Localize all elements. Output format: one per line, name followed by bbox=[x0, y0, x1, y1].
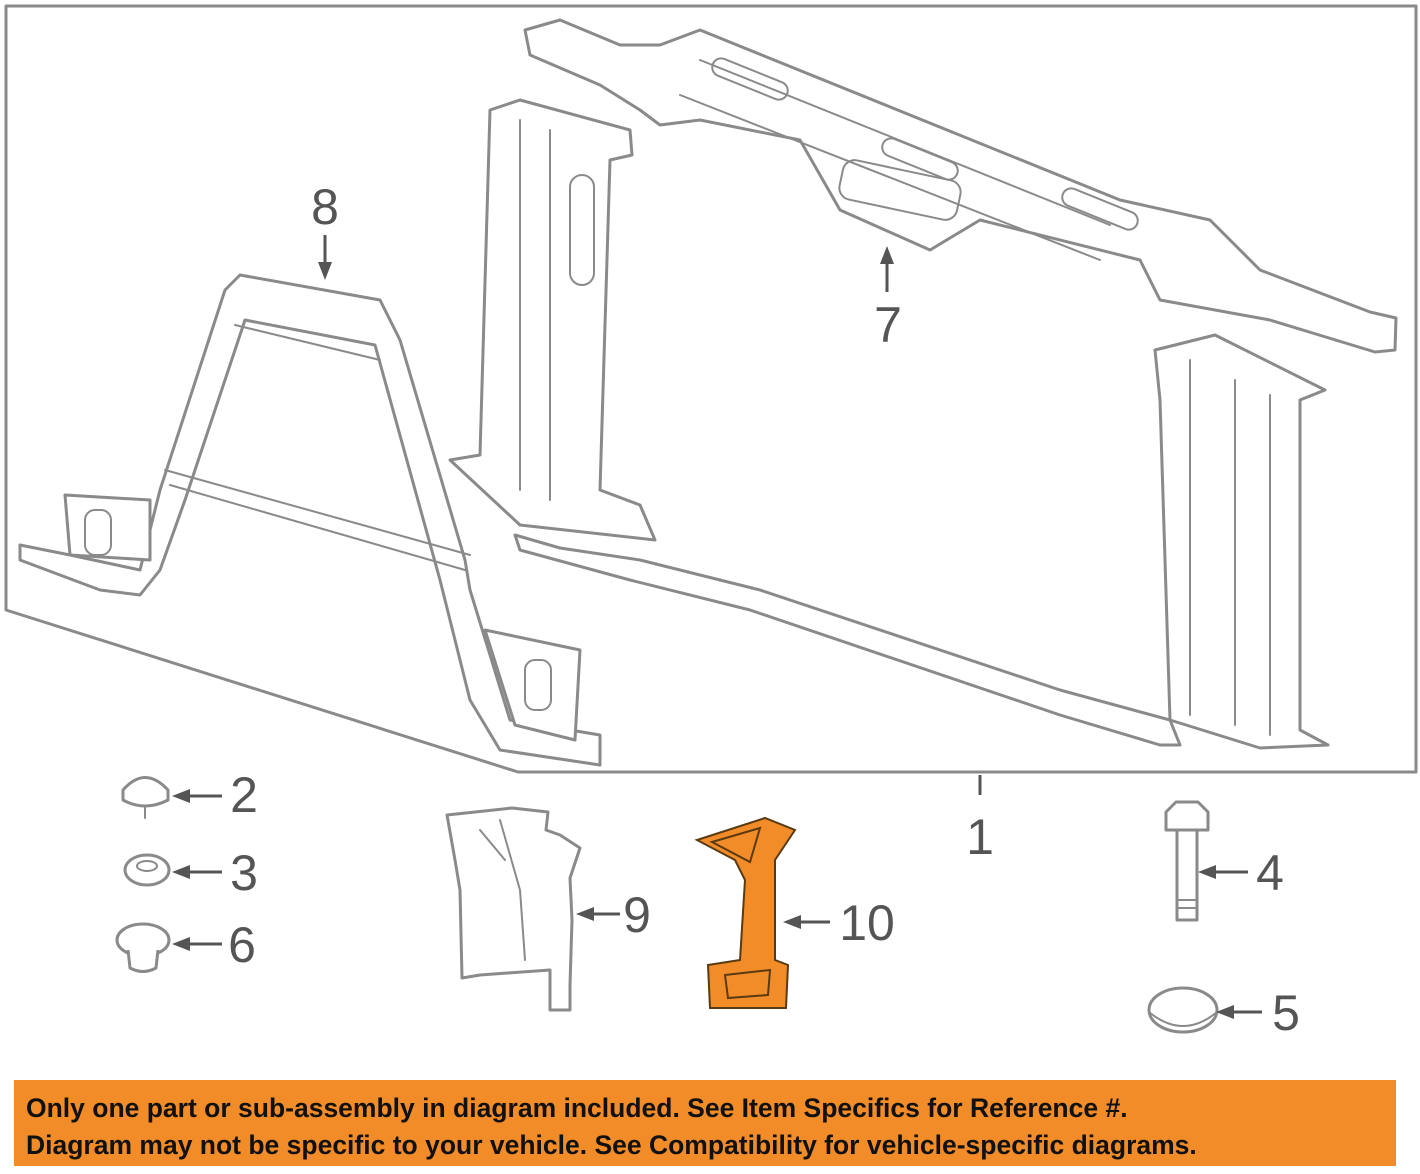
callout-6: 6 bbox=[228, 917, 256, 973]
callout-3: 3 bbox=[230, 845, 258, 901]
lower-tie-bar bbox=[513, 533, 1182, 747]
callout-2: 2 bbox=[230, 767, 258, 823]
callout-arrows bbox=[172, 235, 1262, 1019]
callout-8: 8 bbox=[311, 179, 339, 235]
callout-7: 7 bbox=[874, 297, 902, 353]
callout-9: 9 bbox=[623, 887, 651, 943]
part-3-washer bbox=[123, 853, 171, 887]
callout-1: 1 bbox=[966, 809, 994, 865]
right-vertical-support bbox=[1153, 333, 1330, 750]
callout-5: 5 bbox=[1272, 985, 1300, 1041]
callout-10: 10 bbox=[839, 895, 895, 951]
part-8-bracket-assembly bbox=[18, 273, 602, 767]
callout-4: 4 bbox=[1256, 845, 1284, 901]
part-6-bushing bbox=[115, 922, 171, 973]
disclaimer-line-1: Only one part or sub-assembly in diagram… bbox=[26, 1093, 1128, 1123]
part-2-grommet bbox=[121, 776, 170, 819]
disclaimer-banner: Only one part or sub-assembly in diagram… bbox=[14, 1080, 1396, 1166]
left-vertical-support bbox=[448, 98, 657, 542]
part-9-bracket bbox=[445, 806, 582, 1012]
assembly-frame bbox=[4, 4, 1418, 774]
part-4-bolt bbox=[1164, 800, 1210, 922]
part-10-highlighted-bracket bbox=[694, 816, 797, 1009]
part-7-upper-tie-bar bbox=[523, 18, 1398, 354]
part-5-washer bbox=[1147, 986, 1219, 1034]
disclaimer-line-2: Diagram may not be specific to your vehi… bbox=[26, 1130, 1197, 1160]
